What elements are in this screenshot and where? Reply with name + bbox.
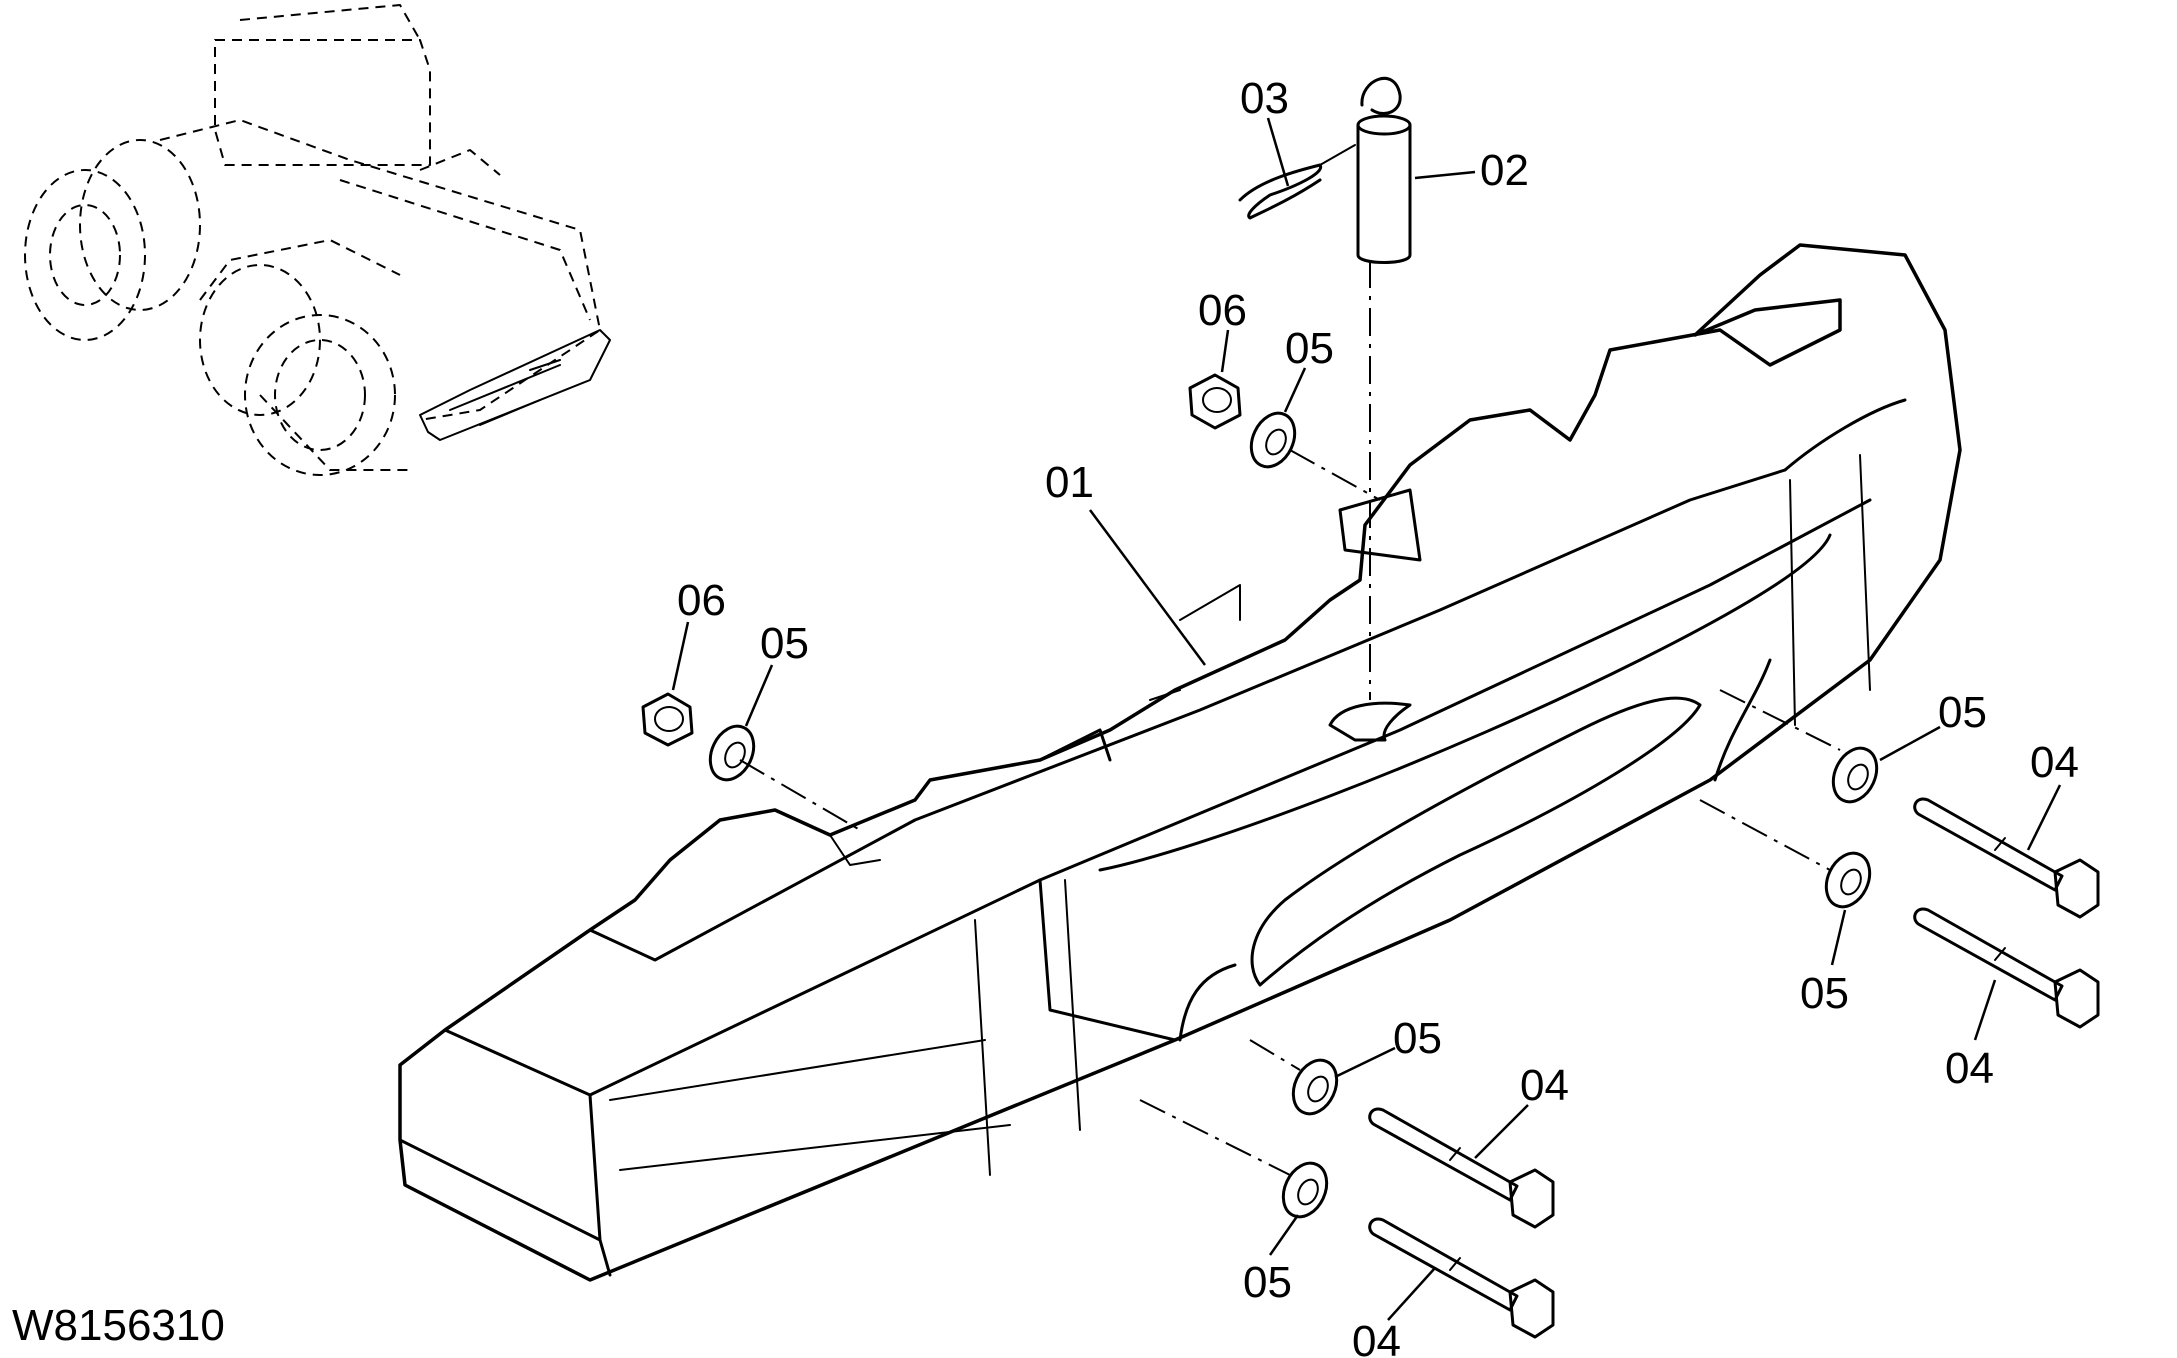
callout-06-upper: 06 (1198, 286, 1247, 335)
bolt-04-right-upper (1913, 797, 2100, 919)
leader-05-bottom-lower (1268, 1214, 1300, 1256)
leader-04-right-upper (2026, 784, 2062, 851)
centerline-bottom-upper (1249, 1039, 1301, 1071)
centerline-bottom-lower (1139, 1099, 1291, 1176)
leader-04-right-lower (1973, 979, 1997, 1041)
callout-01: 01 (1045, 458, 1094, 507)
washer-05-left (708, 724, 756, 782)
leader-01 (1088, 509, 1207, 666)
leader-02 (1414, 170, 1476, 180)
nut-06-lower (641, 692, 694, 747)
pin-02 (1356, 76, 1412, 264)
nut-06-upper (1188, 373, 1242, 430)
leader-05-upper (1283, 367, 1307, 413)
leader-05-bottom-upper (1334, 1046, 1396, 1079)
leader-04-bottom-upper (1474, 1104, 1529, 1159)
leader-05-left (744, 664, 774, 727)
bolt-04-bottom-upper (1368, 1107, 1555, 1229)
leader-06-lower (671, 621, 690, 691)
leader-05-right-upper (1879, 725, 1941, 762)
centerline-top-washer (1289, 449, 1381, 501)
bolt-04-bottom-lower (1368, 1217, 1555, 1339)
callout-04-right-upper: 04 (2030, 738, 2079, 787)
washer-05-right-lower (1824, 851, 1872, 909)
callout-05-left: 05 (760, 619, 809, 668)
bolt-04-right-lower (1913, 907, 2100, 1029)
callout-06-lower: 06 (677, 576, 726, 625)
callout-04-bottom-lower: 04 (1352, 1317, 1401, 1358)
centerline-right-lower (1699, 799, 1831, 871)
callout-04-bottom-upper: 04 (1520, 1061, 1569, 1110)
centerline-left-washer (739, 759, 861, 831)
tractor-overview (24, 4, 611, 476)
counterweight-01 (398, 243, 1962, 1282)
leader-05-right-lower (1830, 909, 1847, 966)
washer-05-bottom-lower (1281, 1161, 1329, 1219)
leader-06-upper (1220, 329, 1230, 373)
callout-02: 02 (1480, 146, 1529, 195)
washer-05-bottom-upper (1291, 1058, 1339, 1116)
washer-05-right-upper (1831, 746, 1879, 804)
callout-05-right-upper: 05 (1938, 688, 1987, 737)
callout-05-right-lower: 05 (1800, 969, 1849, 1018)
washer-05-upper (1249, 411, 1297, 469)
callout-05-bottom-lower: 05 (1243, 1258, 1292, 1307)
drawing-id: W8156310 (12, 1301, 225, 1350)
callout-05-bottom-upper: 05 (1393, 1014, 1442, 1063)
leader-lines (671, 117, 2062, 1321)
clip-03 (1238, 144, 1356, 220)
callout-05-upper: 05 (1285, 324, 1334, 373)
centerline-right-upper (1719, 689, 1841, 751)
callout-03: 03 (1240, 74, 1289, 123)
leader-03 (1266, 117, 1290, 187)
callout-04-right-lower: 04 (1945, 1044, 1994, 1093)
leader-04-bottom-lower (1387, 1267, 1436, 1321)
